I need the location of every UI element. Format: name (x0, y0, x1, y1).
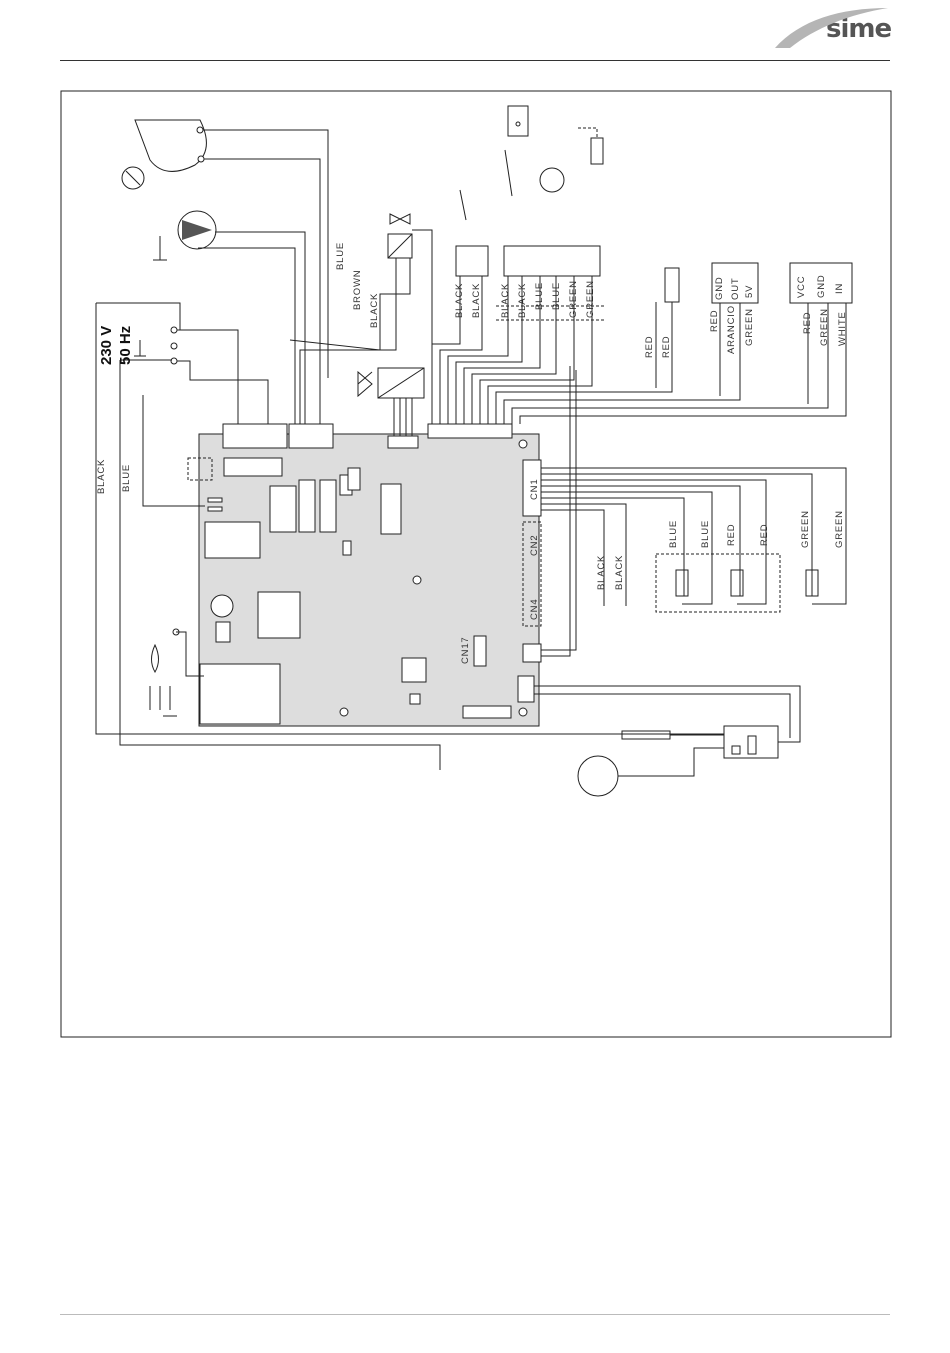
wire-label: RED (802, 312, 813, 334)
pin-label: OUT (730, 278, 741, 300)
connector-label: CN4 (529, 599, 540, 620)
motor-icon (540, 168, 564, 192)
signal-connector (428, 424, 512, 438)
connector-label: CN17 (460, 637, 471, 665)
wire-label: GREEN (819, 308, 830, 346)
wire-label: BLACK (500, 283, 511, 318)
flow-switch-icon (460, 106, 528, 220)
pin-label: IN (834, 283, 845, 294)
footer-rule (60, 1314, 890, 1315)
wire-label: WHITE (837, 311, 848, 346)
wire-label: RED (726, 524, 737, 546)
wire-label: GREEN (568, 280, 579, 318)
wire-label: GREEN (744, 308, 755, 346)
wire-label: RED (661, 336, 672, 358)
fan-icon (122, 120, 206, 189)
wire-label: BLUE (121, 464, 132, 492)
wire-label: BROWN (352, 270, 363, 310)
lower-connector (518, 676, 534, 702)
flame-icon (150, 629, 179, 716)
valve-connector (289, 424, 333, 448)
wire-label: BLACK (96, 459, 107, 494)
wire-label: BLACK (454, 283, 465, 318)
power-frequency: 50 Hz (117, 326, 134, 365)
power-voltage: 230 V (98, 326, 115, 365)
wire-label: RED (644, 336, 655, 358)
pump-icon (153, 211, 216, 260)
wire-label: RED (709, 310, 720, 332)
wire-label: GREEN (585, 280, 596, 318)
cn-small-connector (523, 644, 541, 662)
mains-connector (223, 424, 287, 448)
ntc-group (656, 554, 780, 612)
wire-label: BLACK (596, 555, 607, 590)
wire-label: BLACK (517, 283, 528, 318)
wire-label: BLUE (700, 520, 711, 548)
pin-label: GND (714, 276, 725, 300)
wire-label: BLACK (614, 555, 625, 590)
pump-motor-icon (578, 756, 618, 796)
connector-label: CN2 (529, 535, 540, 556)
wire-label: ARANCIO (726, 305, 737, 354)
wire-label: RED (759, 524, 770, 546)
pin-label: GND (816, 274, 827, 298)
wire-label: GREEN (834, 510, 845, 548)
modulator-icon (358, 368, 424, 398)
ntc-sensor-icon (591, 138, 603, 164)
wire-label: BLUE (534, 282, 545, 310)
wire-label: BLACK (369, 293, 380, 328)
wire-label: BLACK (471, 283, 482, 318)
wire-label: GREEN (800, 510, 811, 548)
modulator-connector (388, 436, 418, 448)
wire-label: BLUE (551, 282, 562, 310)
mains-terminal (134, 327, 177, 364)
wire-label: BLUE (335, 242, 346, 270)
pin-label: 5V (744, 285, 755, 298)
gas-valve-icon (388, 214, 412, 258)
pin-label: VCC (796, 276, 807, 298)
connector-label: CN1 (529, 479, 540, 500)
wire-label: BLUE (668, 520, 679, 548)
